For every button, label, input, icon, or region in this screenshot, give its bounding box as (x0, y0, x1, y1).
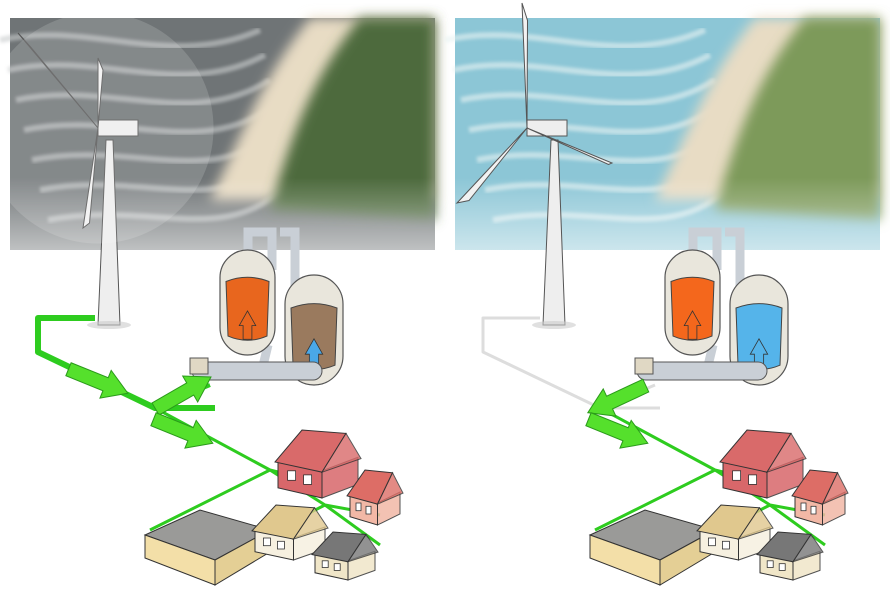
house-red (274, 429, 362, 499)
window-icon (276, 540, 285, 550)
window-icon (810, 505, 817, 515)
hot-tank-flow-arrow-icon (683, 310, 702, 340)
flow-arrow-icon (151, 375, 212, 416)
compressor (634, 357, 654, 375)
turbine-blade (82, 127, 99, 230)
wind-turbine (0, 12, 214, 329)
panel-right (444, 2, 880, 600)
house-grey-roof (756, 531, 824, 581)
heat-exchanger (191, 361, 323, 381)
flow-arrow-icon (585, 412, 649, 449)
flow-arrow-icon-shape (586, 378, 650, 417)
house-pink-roof-side (376, 471, 404, 506)
pipes (688, 227, 770, 383)
thermal-storage-unit (189, 227, 344, 386)
cold-tank-flow-arrow-icon (304, 337, 324, 369)
window-icon (766, 560, 774, 568)
window-icon (355, 502, 362, 512)
house-grey-roof (311, 531, 379, 581)
house-thatched (251, 504, 329, 561)
cold-tank (729, 274, 789, 386)
flow-arrow-icon (65, 362, 129, 399)
panel-left (0, 12, 435, 600)
window-icon (800, 502, 807, 512)
turbine-cable (36, 316, 215, 410)
window-icon (333, 563, 341, 571)
tower-shadow (87, 321, 131, 329)
window-icon (365, 505, 372, 515)
house-thatched-roof-side (292, 506, 329, 541)
rotor-motion-blur (0, 12, 214, 244)
turbine-blade (455, 127, 528, 204)
house-grey-roof-roof-side (346, 533, 379, 563)
turbine-blade (521, 2, 529, 129)
pipes (243, 227, 325, 383)
hot-tank-medium (670, 276, 715, 341)
hot-tank-medium (225, 276, 270, 341)
window-icon (287, 470, 297, 481)
flow-arrow-icon (150, 412, 214, 449)
house-thatched (696, 504, 774, 561)
compressor (189, 357, 209, 375)
tower-shadow (532, 321, 576, 329)
buildings (143, 429, 404, 586)
house-red-roof-side (765, 432, 807, 474)
house-red (719, 429, 807, 499)
flow-arrow-icon-shape (585, 412, 649, 449)
house-grey-roof-roof-side (791, 533, 824, 563)
window-icon (721, 540, 730, 550)
house-pink (346, 469, 404, 526)
cold-tank-flow-arrow-icon (749, 337, 769, 369)
window-icon (732, 470, 742, 481)
thermal-storage-unit (634, 227, 789, 386)
flow-arrow-icon (586, 378, 650, 417)
window-icon (262, 537, 271, 547)
flow-arrow-icon-shape (150, 412, 214, 449)
buildings (588, 429, 849, 586)
window-icon (748, 474, 758, 485)
window-icon (303, 474, 313, 485)
hot-tank-flow-arrow-icon (238, 310, 257, 340)
turbine-cable (481, 316, 660, 410)
turbine-blade (526, 127, 614, 166)
hot-tank (664, 249, 721, 356)
turbine-nacelle (526, 119, 568, 137)
window-icon (321, 560, 329, 568)
heat-exchanger (636, 361, 768, 381)
window-icon (707, 537, 716, 547)
window-icon (778, 563, 786, 571)
house-thatched-roof-side (737, 506, 774, 541)
turbine-blade (97, 57, 104, 129)
house-red-roof-side (320, 432, 362, 474)
house-pink-roof-side (821, 471, 849, 506)
hot-tank (219, 249, 276, 356)
wind-turbine (455, 2, 614, 329)
turbine-blade (17, 32, 99, 129)
flow-arrow-icon-shape (151, 375, 212, 416)
house-pink (791, 469, 849, 526)
flow-arrow-icon-shape (65, 362, 129, 399)
